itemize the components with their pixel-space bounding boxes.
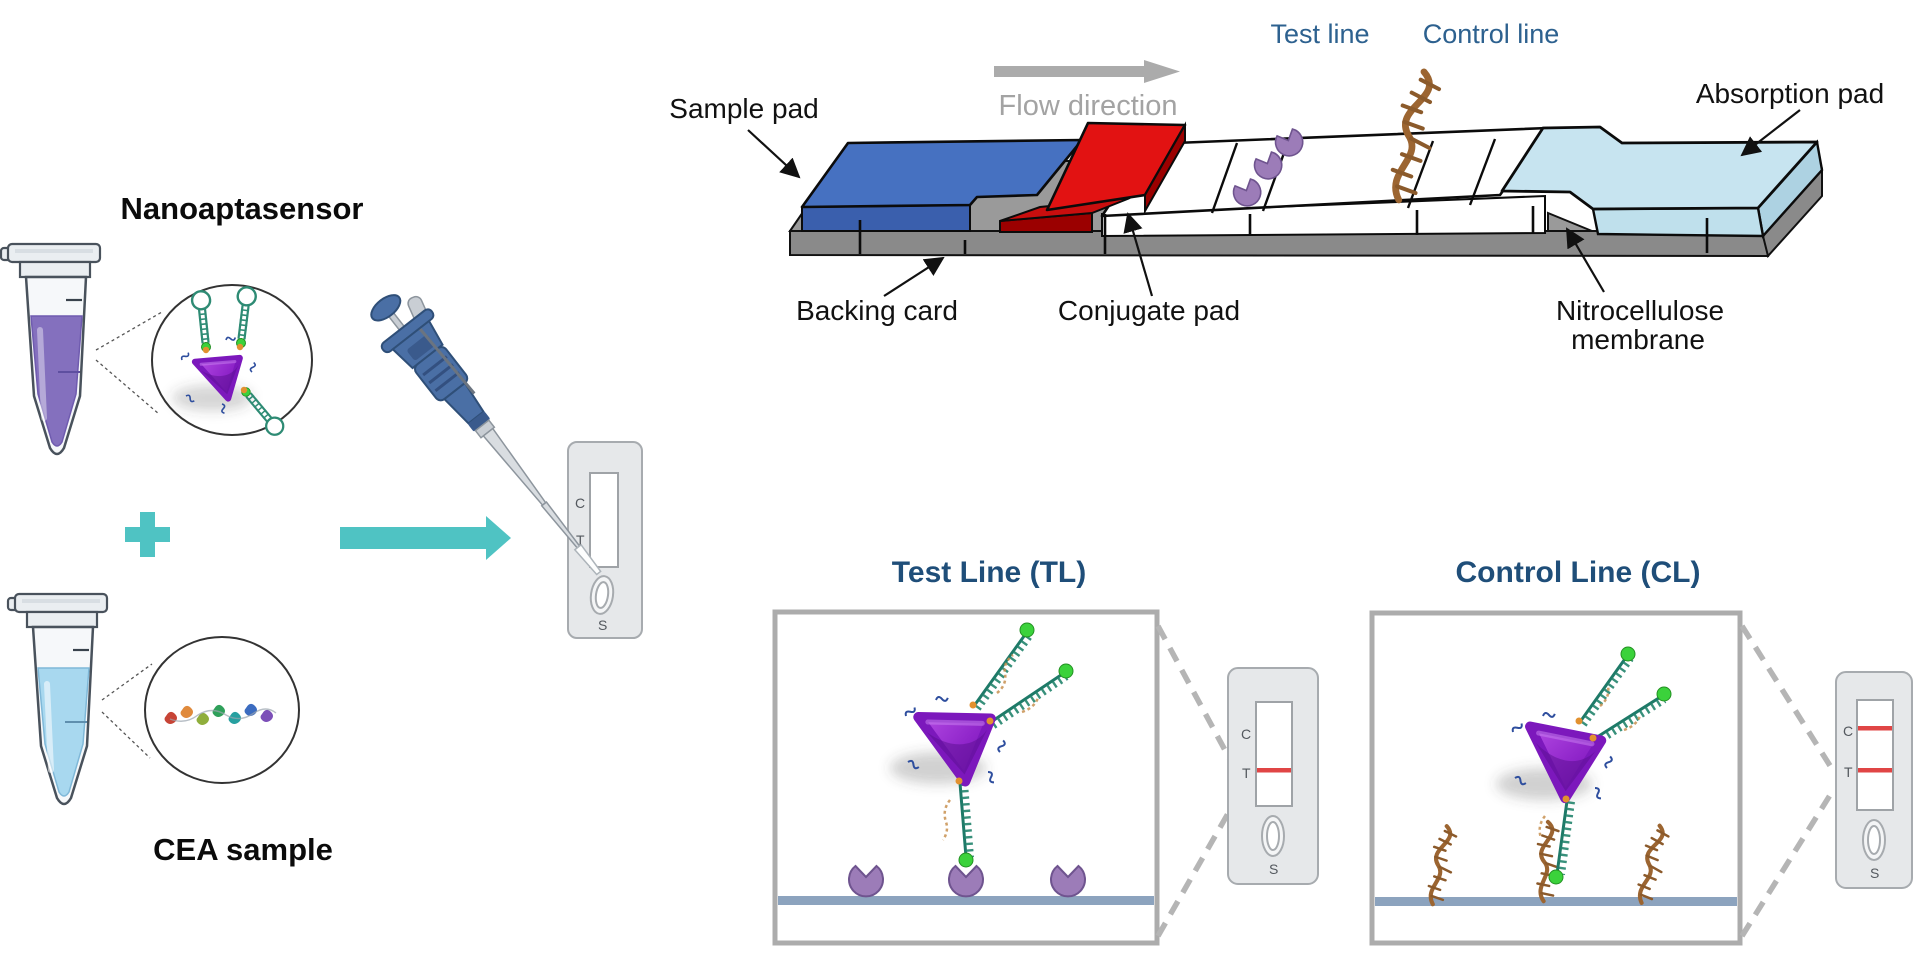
zoom-connector xyxy=(101,663,153,701)
label-control-line: Control line xyxy=(1423,19,1560,49)
cassette-t-label: T xyxy=(1242,765,1251,781)
nitrocellulose-pointer xyxy=(1565,227,1605,293)
tl-panel-title: Test Line (TL) xyxy=(892,556,1086,589)
sample-pad-top xyxy=(800,138,1084,209)
flow-direction-arrow-icon xyxy=(994,60,1180,83)
backing-card-gap-wedge xyxy=(1547,211,1593,232)
control-line-mark-right xyxy=(1468,138,1497,206)
cl-membrane-line xyxy=(1375,897,1737,906)
backing-card-pointer xyxy=(883,256,945,297)
pipette-icon xyxy=(370,294,602,576)
cea-protein-icon xyxy=(164,703,277,725)
tl-membrane-line xyxy=(778,896,1154,905)
cl-zoom-dash-bottom xyxy=(1739,790,1835,938)
tl-nanoparticle-complex xyxy=(890,622,1074,868)
cea-tube-icon xyxy=(6,592,109,806)
cl-control-band xyxy=(1858,726,1892,731)
cassette-c-label: C xyxy=(1241,726,1251,742)
nanoaptasensor-tube-icon xyxy=(0,242,102,456)
test-line-panel: Test Line (TL) xyxy=(772,556,1319,946)
label-flow-direction: Flow direction xyxy=(999,90,1178,122)
tl-test-band xyxy=(1257,768,1291,773)
absorption-pad-front xyxy=(1591,206,1765,238)
cassette-cl-result: C T S xyxy=(1835,671,1913,889)
label-absorption-pad: Absorption pad xyxy=(1696,78,1884,109)
conjugate-pad-pointer xyxy=(1123,212,1154,297)
absorption-pad-top xyxy=(1500,125,1819,211)
cl-zoom-dash-top xyxy=(1739,624,1837,774)
control-line-panel: Control Line (CL) xyxy=(1369,556,1913,946)
control-line-mark-left xyxy=(1406,140,1435,209)
mix-arrow-icon xyxy=(340,516,511,560)
cl-nanoparticle-complex xyxy=(1496,646,1672,885)
label-test-line: Test line xyxy=(1270,19,1369,49)
zoom-connector xyxy=(95,311,163,351)
test-line-mark-left xyxy=(1210,142,1239,214)
label-nitrocellulose-2: membrane xyxy=(1571,324,1705,355)
sample-pad-front xyxy=(801,203,971,232)
cassette-s-label: S xyxy=(1269,861,1278,877)
label-sample-pad: Sample pad xyxy=(669,93,818,124)
absorption-pad-pointer xyxy=(1740,109,1801,157)
reagent-preparation-section: Nanoaptasensor xyxy=(0,191,643,867)
cassette-c-label: C xyxy=(1843,723,1853,739)
tl-zoom-dash-top xyxy=(1155,624,1243,780)
zoom-connector xyxy=(95,359,160,415)
aptamer-nanoparticle-icon xyxy=(172,285,288,440)
plus-icon xyxy=(125,512,170,557)
cassette-blank: C T S xyxy=(567,441,643,639)
sample-pad-pointer xyxy=(747,129,801,179)
cassette-s-label: S xyxy=(598,617,607,633)
label-nanoaptasensor: Nanoaptasensor xyxy=(121,191,364,226)
cl-test-band xyxy=(1858,768,1892,773)
label-conjugate-pad: Conjugate pad xyxy=(1058,295,1240,326)
cassette-t-label: T xyxy=(576,532,585,548)
label-cea-sample: CEA sample xyxy=(153,832,333,867)
label-backing-card: Backing card xyxy=(796,295,958,326)
lfa-strip-diagram: Test line Control line Flow direction Sa… xyxy=(669,19,1884,355)
conjugate-pad-side xyxy=(1144,121,1186,215)
zoom-connector xyxy=(101,711,151,759)
cassette-s-label: S xyxy=(1870,865,1879,881)
label-nitrocellulose-1: Nitrocellulose xyxy=(1556,295,1724,326)
cl-panel-title: Control Line (CL) xyxy=(1456,556,1701,589)
cassette-t-label: T xyxy=(1844,764,1853,780)
cassette-c-label: C xyxy=(575,495,585,511)
cassette-tl-result: C T S xyxy=(1227,667,1319,885)
tl-zoom-dash-bottom xyxy=(1155,794,1241,938)
